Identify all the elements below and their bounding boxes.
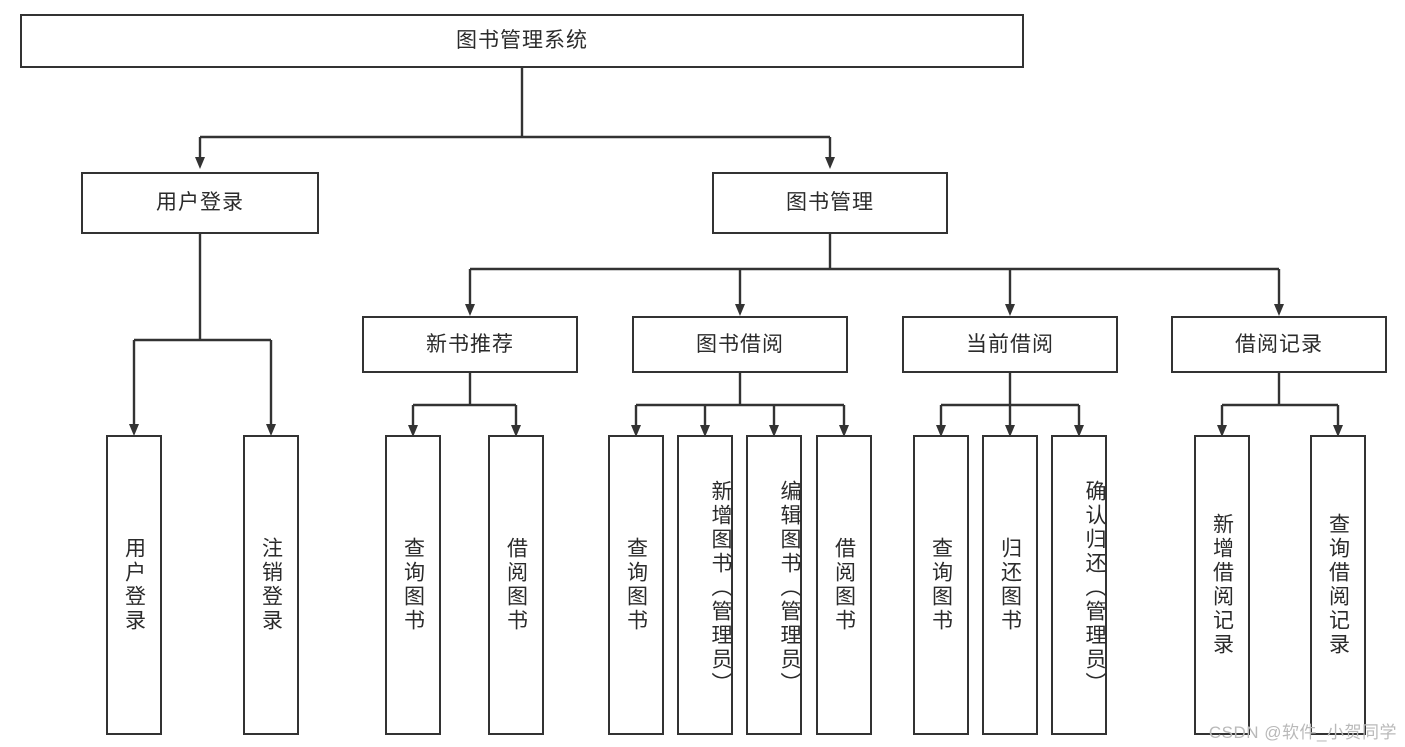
node-leaf-add-borrow-record[interactable]: 新增借阅记录 [1194,435,1250,735]
node-borrow-record[interactable]: 借阅记录 [1171,316,1387,373]
node-leaf-edit-book-admin[interactable]: 编辑图书（管理员） [746,435,802,735]
node-leaf-query-book-3-label: 查询图书 [929,537,953,633]
node-leaf-add-borrow-record-label: 新增借阅记录 [1210,513,1234,657]
node-book-borrow[interactable]: 图书借阅 [632,316,848,373]
node-leaf-edit-book-admin-label: 编辑图书（管理员） [778,480,801,696]
node-new-book-recommend-label: 新书推荐 [426,332,514,356]
node-user-login-label: 用户登录 [156,191,244,215]
node-leaf-borrow-book-2[interactable]: 借阅图书 [816,435,872,735]
node-new-book-recommend[interactable]: 新书推荐 [362,316,578,373]
node-leaf-query-book-1[interactable]: 查询图书 [385,435,441,735]
node-leaf-query-book-2-label: 查询图书 [624,537,648,633]
node-root-label: 图书管理系统 [456,29,588,53]
node-root[interactable]: 图书管理系统 [20,14,1024,68]
node-leaf-borrow-book-1-label: 借阅图书 [504,537,528,633]
node-current-borrow[interactable]: 当前借阅 [902,316,1118,373]
node-leaf-add-book-admin[interactable]: 新增图书（管理员） [677,435,733,735]
node-borrow-record-label: 借阅记录 [1235,332,1323,356]
node-leaf-confirm-return-admin[interactable]: 确认归还（管理员） [1051,435,1107,735]
node-leaf-user-login[interactable]: 用户登录 [106,435,162,735]
node-leaf-add-book-admin-label: 新增图书（管理员） [709,480,732,696]
node-leaf-query-book-1-label: 查询图书 [401,537,425,633]
node-leaf-user-logout[interactable]: 注销登录 [243,435,299,735]
node-leaf-borrow-book-2-label: 借阅图书 [832,537,856,633]
node-leaf-query-book-3[interactable]: 查询图书 [913,435,969,735]
node-leaf-borrow-book-1[interactable]: 借阅图书 [488,435,544,735]
node-user-login[interactable]: 用户登录 [81,172,319,234]
node-leaf-query-borrow-record-label: 查询借阅记录 [1326,513,1350,657]
node-current-borrow-label: 当前借阅 [966,332,1054,356]
node-book-manage-label: 图书管理 [786,191,874,215]
watermark-text: CSDN @软件_小贺同学 [1208,723,1397,742]
node-leaf-return-book[interactable]: 归还图书 [982,435,1038,735]
node-leaf-query-book-2[interactable]: 查询图书 [608,435,664,735]
node-leaf-user-logout-label: 注销登录 [259,537,283,633]
node-leaf-return-book-label: 归还图书 [998,537,1022,633]
node-book-borrow-label: 图书借阅 [696,332,784,356]
node-leaf-confirm-return-admin-label: 确认归还（管理员） [1083,480,1106,696]
node-leaf-user-login-label: 用户登录 [122,537,146,633]
node-book-manage[interactable]: 图书管理 [712,172,948,234]
node-leaf-query-borrow-record[interactable]: 查询借阅记录 [1310,435,1366,735]
